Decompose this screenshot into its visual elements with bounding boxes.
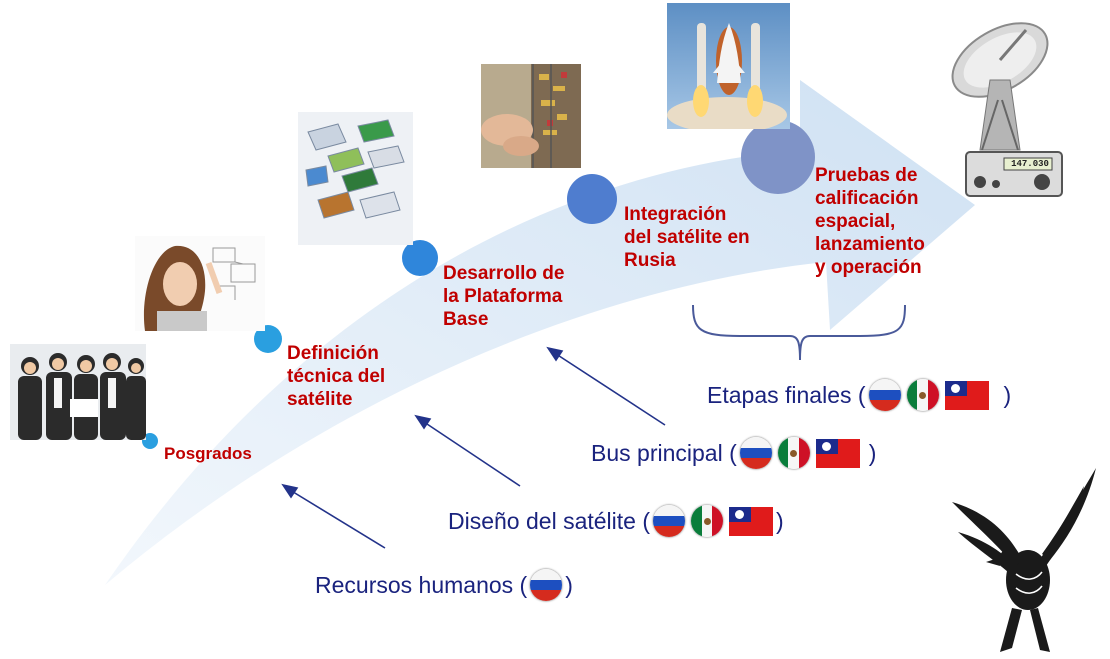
russia-flag-icon bbox=[530, 569, 563, 601]
arrow-bus bbox=[549, 349, 666, 426]
taiwan-flag-icon bbox=[815, 438, 860, 468]
arrow-recursos bbox=[284, 486, 386, 549]
electronics-assembly-photo bbox=[481, 64, 581, 168]
arrow-diseno bbox=[417, 417, 521, 487]
stage-dot-posgrados bbox=[142, 433, 158, 449]
ground-station-antenna bbox=[938, 0, 1068, 200]
stage-dot-integracion bbox=[567, 174, 617, 224]
contribution-diseno: Diseño del satélite ( ) bbox=[448, 505, 784, 537]
contribution-bus-label: Bus principal ( bbox=[591, 439, 737, 466]
contribution-recursos: Recursos humanos ( ) bbox=[315, 569, 573, 601]
contribution-recursos-label: Recursos humanos ( bbox=[315, 571, 528, 598]
eagle-logo bbox=[946, 462, 1106, 657]
final-stages-brace bbox=[692, 304, 906, 361]
taiwan-flag-icon bbox=[944, 380, 989, 410]
contribution-etapas-label: Etapas finales ( bbox=[707, 381, 866, 408]
satellite-exploded-view bbox=[298, 112, 413, 245]
mexico-flag-icon bbox=[691, 505, 723, 537]
people-group-photo bbox=[10, 344, 146, 440]
contribution-diseno-label: Diseño del satélite ( bbox=[448, 507, 650, 534]
mexico-flag-icon bbox=[777, 437, 810, 469]
russia-flag-icon bbox=[868, 379, 901, 411]
mexico-flag-icon bbox=[906, 379, 939, 411]
stage-dot-pruebas bbox=[741, 120, 815, 194]
taiwan-flag-icon bbox=[729, 506, 773, 536]
stage-label-posgrados: Posgrados bbox=[164, 444, 252, 463]
stage-dot-desarrollo bbox=[402, 240, 438, 276]
russia-flag-icon bbox=[739, 437, 772, 469]
radio-display: 147.030 bbox=[1011, 159, 1049, 169]
stage-dot-definicion bbox=[254, 325, 282, 353]
russia-flag-icon bbox=[653, 505, 685, 537]
woman-writing-photo bbox=[135, 236, 265, 331]
contribution-etapas: Etapas finales ( ) bbox=[707, 379, 1011, 411]
space-shuttle-launch bbox=[667, 3, 790, 129]
contribution-bus: Bus principal ( ) bbox=[591, 437, 876, 469]
